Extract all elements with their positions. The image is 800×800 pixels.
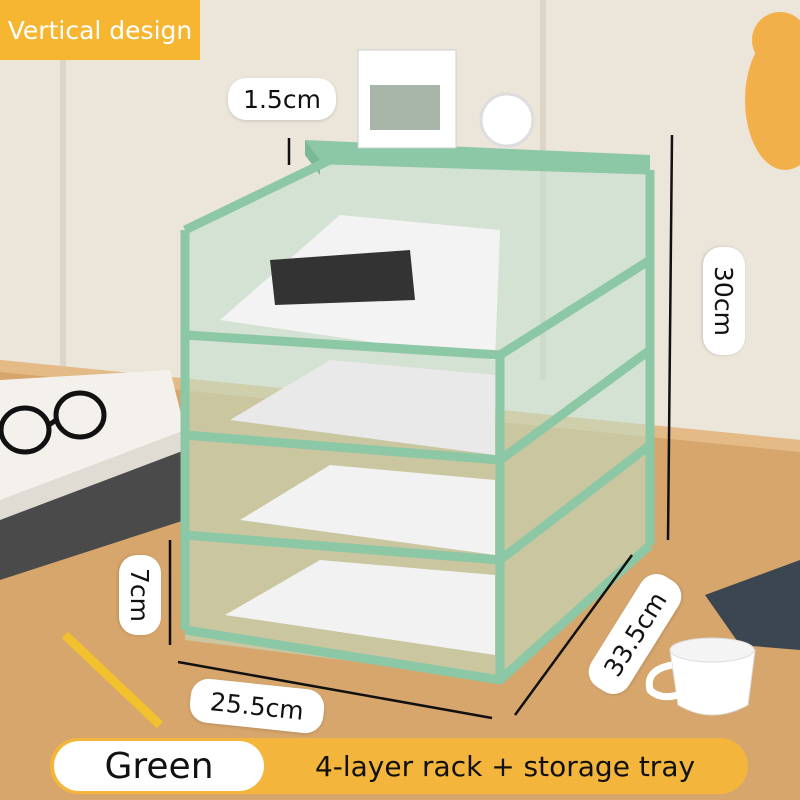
cat-sticker-image: [745, 12, 800, 170]
dimension-arrows: [168, 134, 674, 720]
dimension-label-height: 30cm: [703, 247, 745, 355]
pencil-image: [61, 631, 164, 729]
glasses-image: [0, 390, 107, 455]
file-rack-image: [180, 49, 655, 685]
product-description: 4-layer rack + storage tray: [314, 749, 696, 783]
dimension-label-layer-gap: 7cm: [119, 555, 161, 635]
dimension-label-tray-lip: 1.5cm: [228, 78, 336, 120]
color-option-label: Green: [54, 741, 264, 791]
books-image: [0, 370, 185, 580]
keyboard-image: [705, 560, 800, 650]
vertical-design-badge: Vertical design: [0, 0, 200, 60]
cup-image: [645, 637, 756, 716]
